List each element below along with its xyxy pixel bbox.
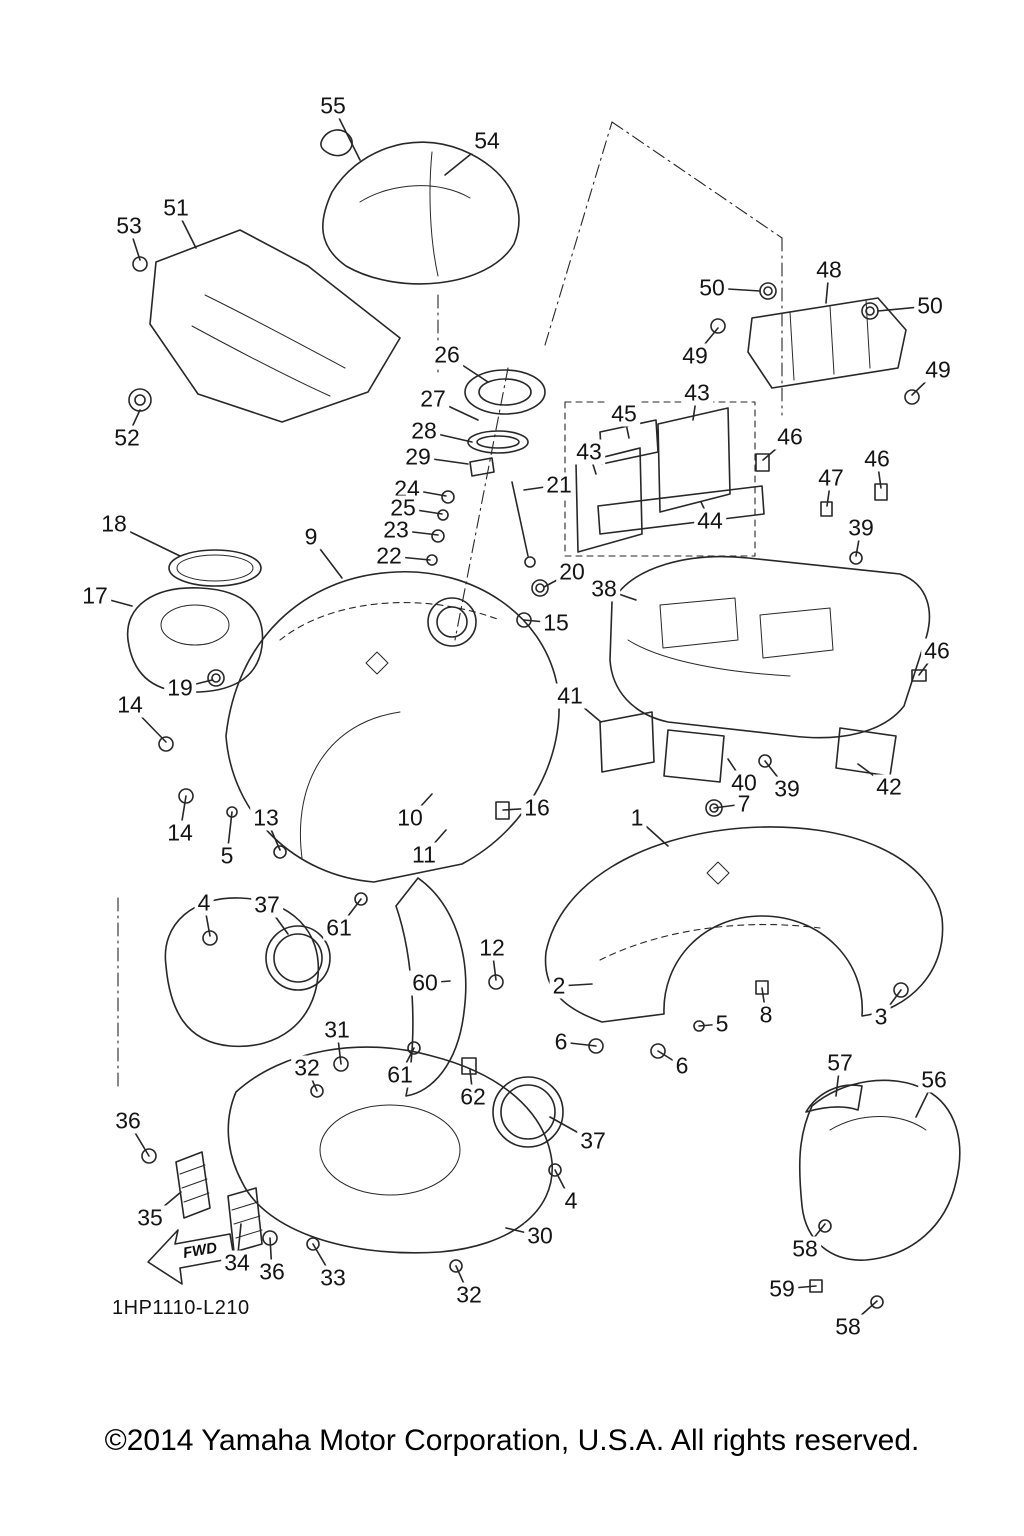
leader-line-22 xyxy=(388,555,431,561)
top-cover-part-54 xyxy=(322,141,520,285)
leader-line-1 xyxy=(636,817,669,847)
leader-line-14 xyxy=(129,704,167,743)
leader-line-36 xyxy=(269,1237,273,1273)
leader-line-35 xyxy=(149,1191,182,1219)
leader-line-10 xyxy=(409,793,433,819)
leader-line-61 xyxy=(338,898,362,929)
part-code: 1HP1110-L210 xyxy=(112,1297,250,1319)
leader-line-56 xyxy=(915,1079,935,1118)
leader-line-37 xyxy=(549,1116,594,1142)
panels-parts-43-44-45 xyxy=(575,407,927,768)
leader-line-25 xyxy=(402,507,443,515)
leader-lines xyxy=(94,105,939,1328)
leader-line-9 xyxy=(310,536,343,579)
leader-line-17 xyxy=(94,595,133,607)
headlight-housing-part-30 xyxy=(141,1046,564,1273)
leader-line-7 xyxy=(713,803,745,809)
leader-line-49 xyxy=(911,369,939,396)
leader-line-46 xyxy=(918,650,938,676)
leader-line-48 xyxy=(825,269,830,304)
leader-line-59 xyxy=(781,1285,817,1290)
pillar-cover-parts-60-62 xyxy=(395,877,477,1097)
copyright-line: ©2014 Yamaha Motor Corporation, U.S.A. A… xyxy=(104,1424,920,1457)
leader-line-2 xyxy=(558,983,593,987)
leader-line-5 xyxy=(698,1023,723,1027)
leader-line-40 xyxy=(727,758,745,784)
leader-line-44 xyxy=(700,501,711,522)
leader-line-53 xyxy=(128,225,141,261)
leader-line-26 xyxy=(446,354,489,383)
leader-line-5 xyxy=(226,811,233,857)
leader-line-6 xyxy=(657,1050,683,1067)
leader-line-27 xyxy=(432,398,479,421)
leader-line-21 xyxy=(523,484,560,491)
leader-line-20 xyxy=(543,571,573,588)
leader-line-57 xyxy=(835,1062,841,1097)
leader-line-13 xyxy=(265,817,281,851)
grille-parts-34-35 xyxy=(175,1151,263,1253)
construction-lines xyxy=(117,121,783,1089)
leader-line-18 xyxy=(113,523,181,557)
leader-line-60 xyxy=(424,980,451,984)
cap-part-55 xyxy=(320,129,353,157)
leader-line-58 xyxy=(847,1300,878,1328)
headlight-pod-parts-4-37 xyxy=(164,892,368,1048)
leader-line-8 xyxy=(761,987,767,1016)
leader-line-52 xyxy=(126,409,141,439)
leader-line-4 xyxy=(554,1169,572,1202)
leader-line-23 xyxy=(395,529,439,536)
fwd-arrow: FWD xyxy=(147,1229,235,1285)
leader-line-50 xyxy=(711,287,761,292)
front-fender-part-9 xyxy=(225,571,560,883)
inner-fender-part-38 xyxy=(599,555,931,783)
leader-line-43 xyxy=(588,451,597,475)
leader-line-46 xyxy=(762,436,791,461)
fwd-arrow-outline xyxy=(147,1229,235,1285)
front-fender-part-1 xyxy=(488,799,944,1059)
fuel-cap-stack-parts-26-27-28-29-21 xyxy=(426,369,549,628)
leader-line-49 xyxy=(694,327,719,357)
leader-line-36 xyxy=(127,1120,150,1157)
leader-line-15 xyxy=(523,619,557,624)
carrier-bracket-part-48 xyxy=(710,282,920,405)
side-panel-parts-56-57 xyxy=(798,1079,961,1309)
leader-line-31 xyxy=(336,1029,342,1065)
fwd-arrow-label: FWD xyxy=(182,1239,219,1262)
leader-line-32 xyxy=(455,1265,470,1296)
leader-line-34 xyxy=(236,1223,242,1264)
leader-line-29 xyxy=(417,456,469,465)
front-rack-part-51 xyxy=(128,229,401,423)
leader-line-24 xyxy=(406,488,447,497)
leader-line-33 xyxy=(312,1243,334,1279)
leader-line-11 xyxy=(423,829,447,856)
leader-line-41 xyxy=(569,695,602,723)
leader-line-19 xyxy=(179,679,213,689)
leader-line-51 xyxy=(175,207,197,249)
leader-line-39 xyxy=(764,760,788,790)
leader-line-16 xyxy=(502,807,538,811)
leader-line-28 xyxy=(423,430,473,443)
tank-cover-parts-17-18-19 xyxy=(126,549,287,859)
